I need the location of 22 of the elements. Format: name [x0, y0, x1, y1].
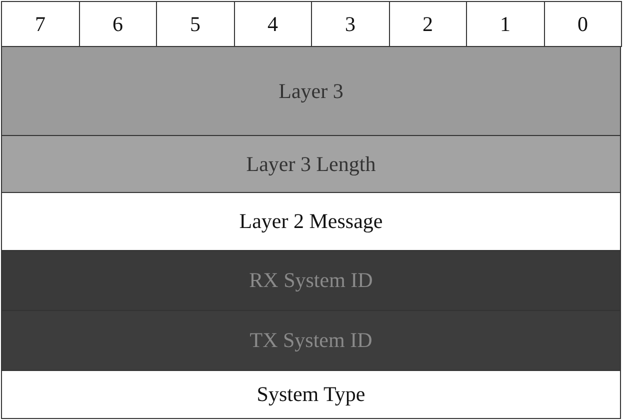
bit-number: 0	[578, 12, 588, 36]
bit-number-cell	[544, 1, 622, 47]
bit-number: 4	[268, 12, 278, 36]
field-name: Layer 2 Message	[239, 209, 383, 234]
field-row	[1, 192, 621, 251]
bit-number: 6	[112, 12, 123, 36]
field-name: Layer 3 Length	[246, 152, 376, 176]
field-name: RX System ID	[249, 268, 373, 293]
field-row	[1, 135, 621, 193]
bit-number: 2	[422, 12, 433, 36]
field-name: TX System ID	[250, 328, 372, 353]
field-row	[1, 250, 621, 311]
bit-number: 3	[345, 12, 356, 36]
field-name: Layer 3	[278, 78, 344, 104]
field-name: System Type	[256, 382, 366, 407]
bit-number-cell	[1, 1, 80, 47]
field-row	[1, 46, 621, 136]
bit-number: 5	[190, 12, 200, 36]
bit-number: 7	[35, 12, 46, 36]
field-row	[1, 310, 621, 371]
bit-number: 1	[500, 12, 510, 36]
field-row	[1, 370, 621, 419]
